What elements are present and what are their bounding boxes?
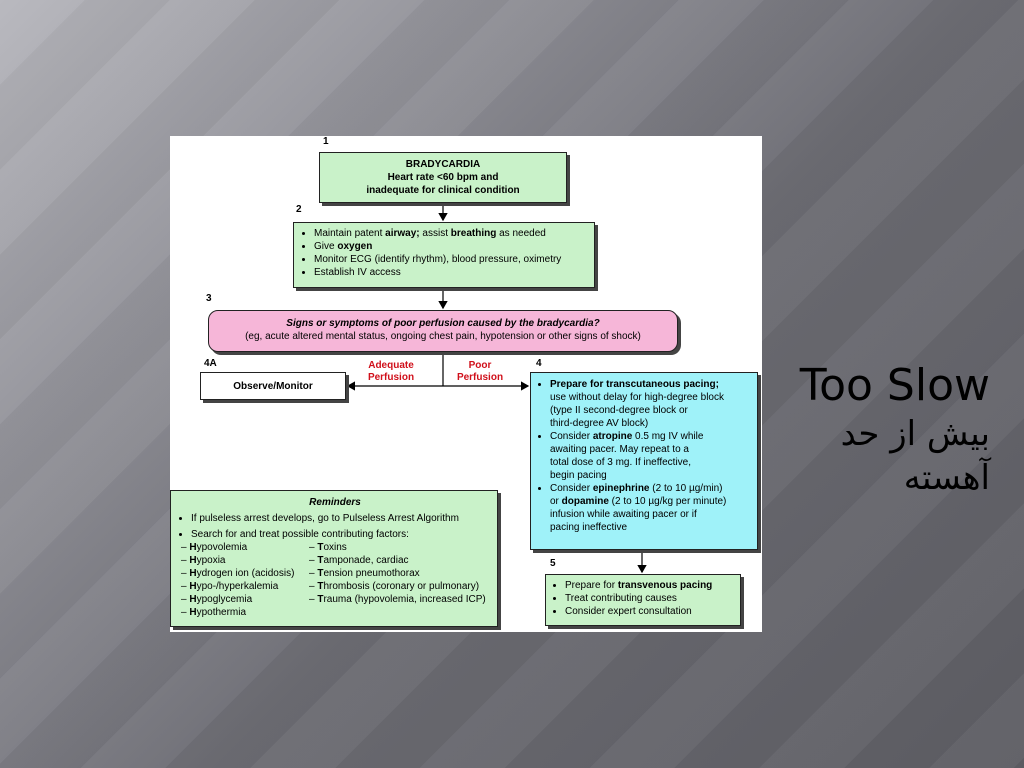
reminder-h-factor-0: – Hypovolemia [181,542,248,553]
reminders-title: Reminders [309,497,361,508]
step-2-item-monitor: Monitor ECG (identify rhythm), blood pre… [314,253,590,266]
step-5-item-consult: Consider expert consultation [565,605,737,618]
step-4-number: 4 [536,358,542,369]
reminder-t-factor-0: – Toxins [309,542,347,553]
step-1-line3: inadequate for clinical condition [366,185,520,196]
reminders-t-list: – Toxins – Tamponade, cardiac – Tension pn… [309,541,486,619]
adequate-perfusion-label: Adequate Perfusion [367,360,415,383]
step-2-number: 2 [296,204,302,215]
bradycardia-algorithm-diagram: 1 BRADYCARDIA Heart rate <60 bpm and ina… [170,136,762,632]
reminders-box: Reminders If pulseless arrest develops, … [170,490,498,627]
reminder-h-factor-4: – Hypoglycemia [181,594,253,605]
step-3-box: Signs or symptoms of poor perfusion caus… [208,310,678,352]
step-4-item-epinephrine: Consider epinephrine (2 to 10 µg/min) or… [550,482,754,534]
step-1-line2: Heart rate <60 bpm and [387,172,499,183]
step-4a-box: Observe/Monitor [200,372,346,400]
reminder-h-factor-1: – Hypoxia [181,555,226,566]
step-4a-number: 4A [204,358,217,369]
reminders-pulseless: If pulseless arrest develops, go to Puls… [191,512,493,525]
step-2-item-iv: Establish IV access [314,266,590,279]
step-5-box: Prepare for transvenous pacing Treat con… [545,574,741,626]
step-4-item-pacing: Prepare for transcutaneous pacing; use w… [550,378,754,430]
step-4-box: Prepare for transcutaneous pacing; use w… [530,372,758,550]
connector-arrows [346,203,647,574]
slide-title-persian-2: آهسته [903,458,990,498]
step-1-number: 1 [323,136,329,147]
reminder-t-factor-2: – Tension pneumothorax [309,568,420,579]
step-5-number: 5 [550,558,556,569]
reminders-h-list: – Hypovolemia – Hypoxia – Hydrogen ion (ac… [181,541,309,619]
reminder-h-factor-2: – Hydrogen ion (acidosis) [181,568,295,579]
step-1-title: BRADYCARDIA [405,159,481,170]
slide-title-block: Too Slow بیش از حد آهسته [770,360,990,500]
step-2-item-oxygen: Give oxygen [314,240,590,253]
step-3-number: 3 [206,293,212,304]
reminder-t-factor-4: – Trauma (hypovolemia, increased ICP) [309,594,486,605]
slide-title-english: Too Slow [799,360,990,411]
poor-perfusion-label: Poor Perfusion [456,360,504,383]
reminders-factor-columns: – Hypovolemia – Hypoxia – Hydrogen ion (ac… [177,541,493,619]
reminder-t-factor-1: – Tamponade, cardiac [309,555,409,566]
step-3-examples: (eg, acute altered mental status, ongoin… [245,331,641,342]
step-1-box: BRADYCARDIA Heart rate <60 bpm and inade… [319,152,567,203]
slide-title-persian-1: بیش از حد [840,414,990,454]
reminder-h-factor-5: – Hypothermia [181,607,247,618]
step-5-item-transvenous: Prepare for transvenous pacing [565,579,737,592]
step-4-item-atropine: Consider atropine 0.5 mg IV while awaiti… [550,430,754,482]
step-5-item-causes: Treat contributing causes [565,592,737,605]
reminder-h-factor-3: – Hypo-/hyperkalemia [181,581,279,592]
reminder-t-factor-3: – Thrombosis (coronary or pulmonary) [309,581,480,592]
step-2-item-airway: Maintain patent airway; assist breathing… [314,227,590,240]
reminders-search: Search for and treat possible contributi… [191,528,493,541]
step-2-box: Maintain patent airway; assist breathing… [293,222,595,288]
step-3-question: Signs or symptoms of poor perfusion caus… [286,318,600,329]
